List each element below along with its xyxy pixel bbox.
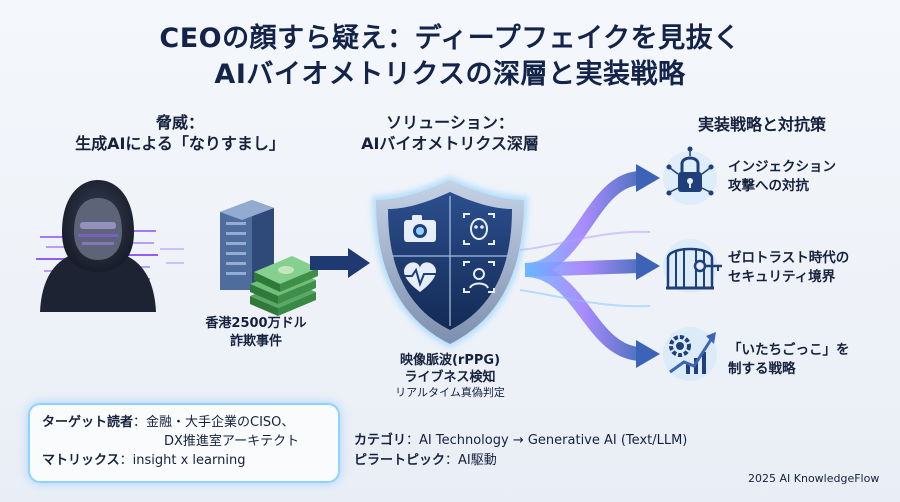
threat-heading-line-1: 脅威： — [155, 113, 204, 132]
strategy-heading: 実装戦略と対抗策 — [697, 115, 826, 134]
face-id-icon — [463, 261, 495, 293]
strategy-1-line-1: インジェクション — [728, 159, 836, 175]
gate-key-icon — [666, 247, 722, 290]
strategy-item-zero-trust: ゼロトラスト時代の セキュリティ境界 — [728, 249, 849, 287]
pillar-line: ピラートピック：AI駆動 — [354, 451, 497, 470]
solution-caption-line-1: 映像脈波(rPPG) — [399, 353, 501, 368]
category-label: カテゴリ — [354, 433, 407, 448]
page-title-line-1: CEOの顔すら疑え：ディープフェイクを見抜く — [159, 23, 741, 54]
matrix-label: マトリックス — [42, 453, 120, 468]
strategy-3-line-2: 制する戦略 — [728, 361, 796, 377]
padlock-icon — [666, 146, 714, 196]
strategy-1-line-2: 攻撃への対抗 — [728, 178, 809, 194]
strategy-flow-arrows — [519, 164, 660, 368]
face-scan-icon — [463, 213, 495, 245]
camera-icon — [404, 215, 436, 242]
matrix-value: ：insight x learning — [119, 453, 246, 468]
pillar-label: ピラートピック — [354, 453, 446, 468]
copyright-credit: 2025 AI KnowledgeFlow — [748, 472, 880, 485]
strategy-item-cat-and-mouse: 「いたちごっこ」を 制する戦略 — [728, 341, 850, 379]
case-label-line-2: 詐欺事件 — [229, 334, 282, 349]
solution-caption-line-3: リアルタイム真偽判定 — [395, 386, 505, 399]
pillar-value: ：AI駆動 — [445, 453, 497, 468]
cash-stack-icon — [250, 256, 318, 316]
target-audience-box: ターゲット読者：金融・大手企業のCISO、 DX推進室アーキテクト マトリックス… — [28, 403, 340, 483]
case-label-line-1: 香港2500万ドル — [205, 316, 307, 331]
threat-to-solution-arrow — [310, 248, 370, 278]
solution-heading-line-1: ソリューション： — [386, 113, 514, 132]
category-line: カテゴリ：AI Technology → Generative AI (Text… — [354, 431, 687, 450]
target-reader-label: ターゲット読者 — [42, 415, 134, 430]
target-reader-value-2: DX推進室アーキテクト — [164, 434, 300, 449]
strategy-2-line-2: セキュリティ境界 — [728, 269, 836, 285]
solution-heading-line-2: AIバイオメトリクス深層 — [361, 134, 539, 153]
heart-pulse-icon — [404, 262, 436, 292]
strategy-item-injection: インジェクション 攻撃への対抗 — [728, 158, 836, 196]
threat-heading-line-2: 生成AIによる「なりすまし」 — [75, 134, 285, 153]
page-title-line-2: AIバイオメトリクスの深層と実装戦略 — [214, 59, 686, 90]
strategy-2-line-1: ゼロトラスト時代の — [728, 250, 850, 266]
hooded-hacker-icon — [40, 180, 156, 312]
security-shield-icon — [372, 176, 528, 348]
solution-caption-line-2: ライブネス検知 — [404, 370, 496, 385]
target-reader-value-1: ：金融・大手企業のCISO、 — [133, 415, 295, 430]
category-value: ：AI Technology → Generative AI (Text/LLM… — [406, 433, 688, 448]
gear-growth-chart-icon — [669, 332, 716, 374]
strategy-3-line-1: 「いたちごっこ」を — [728, 342, 850, 358]
